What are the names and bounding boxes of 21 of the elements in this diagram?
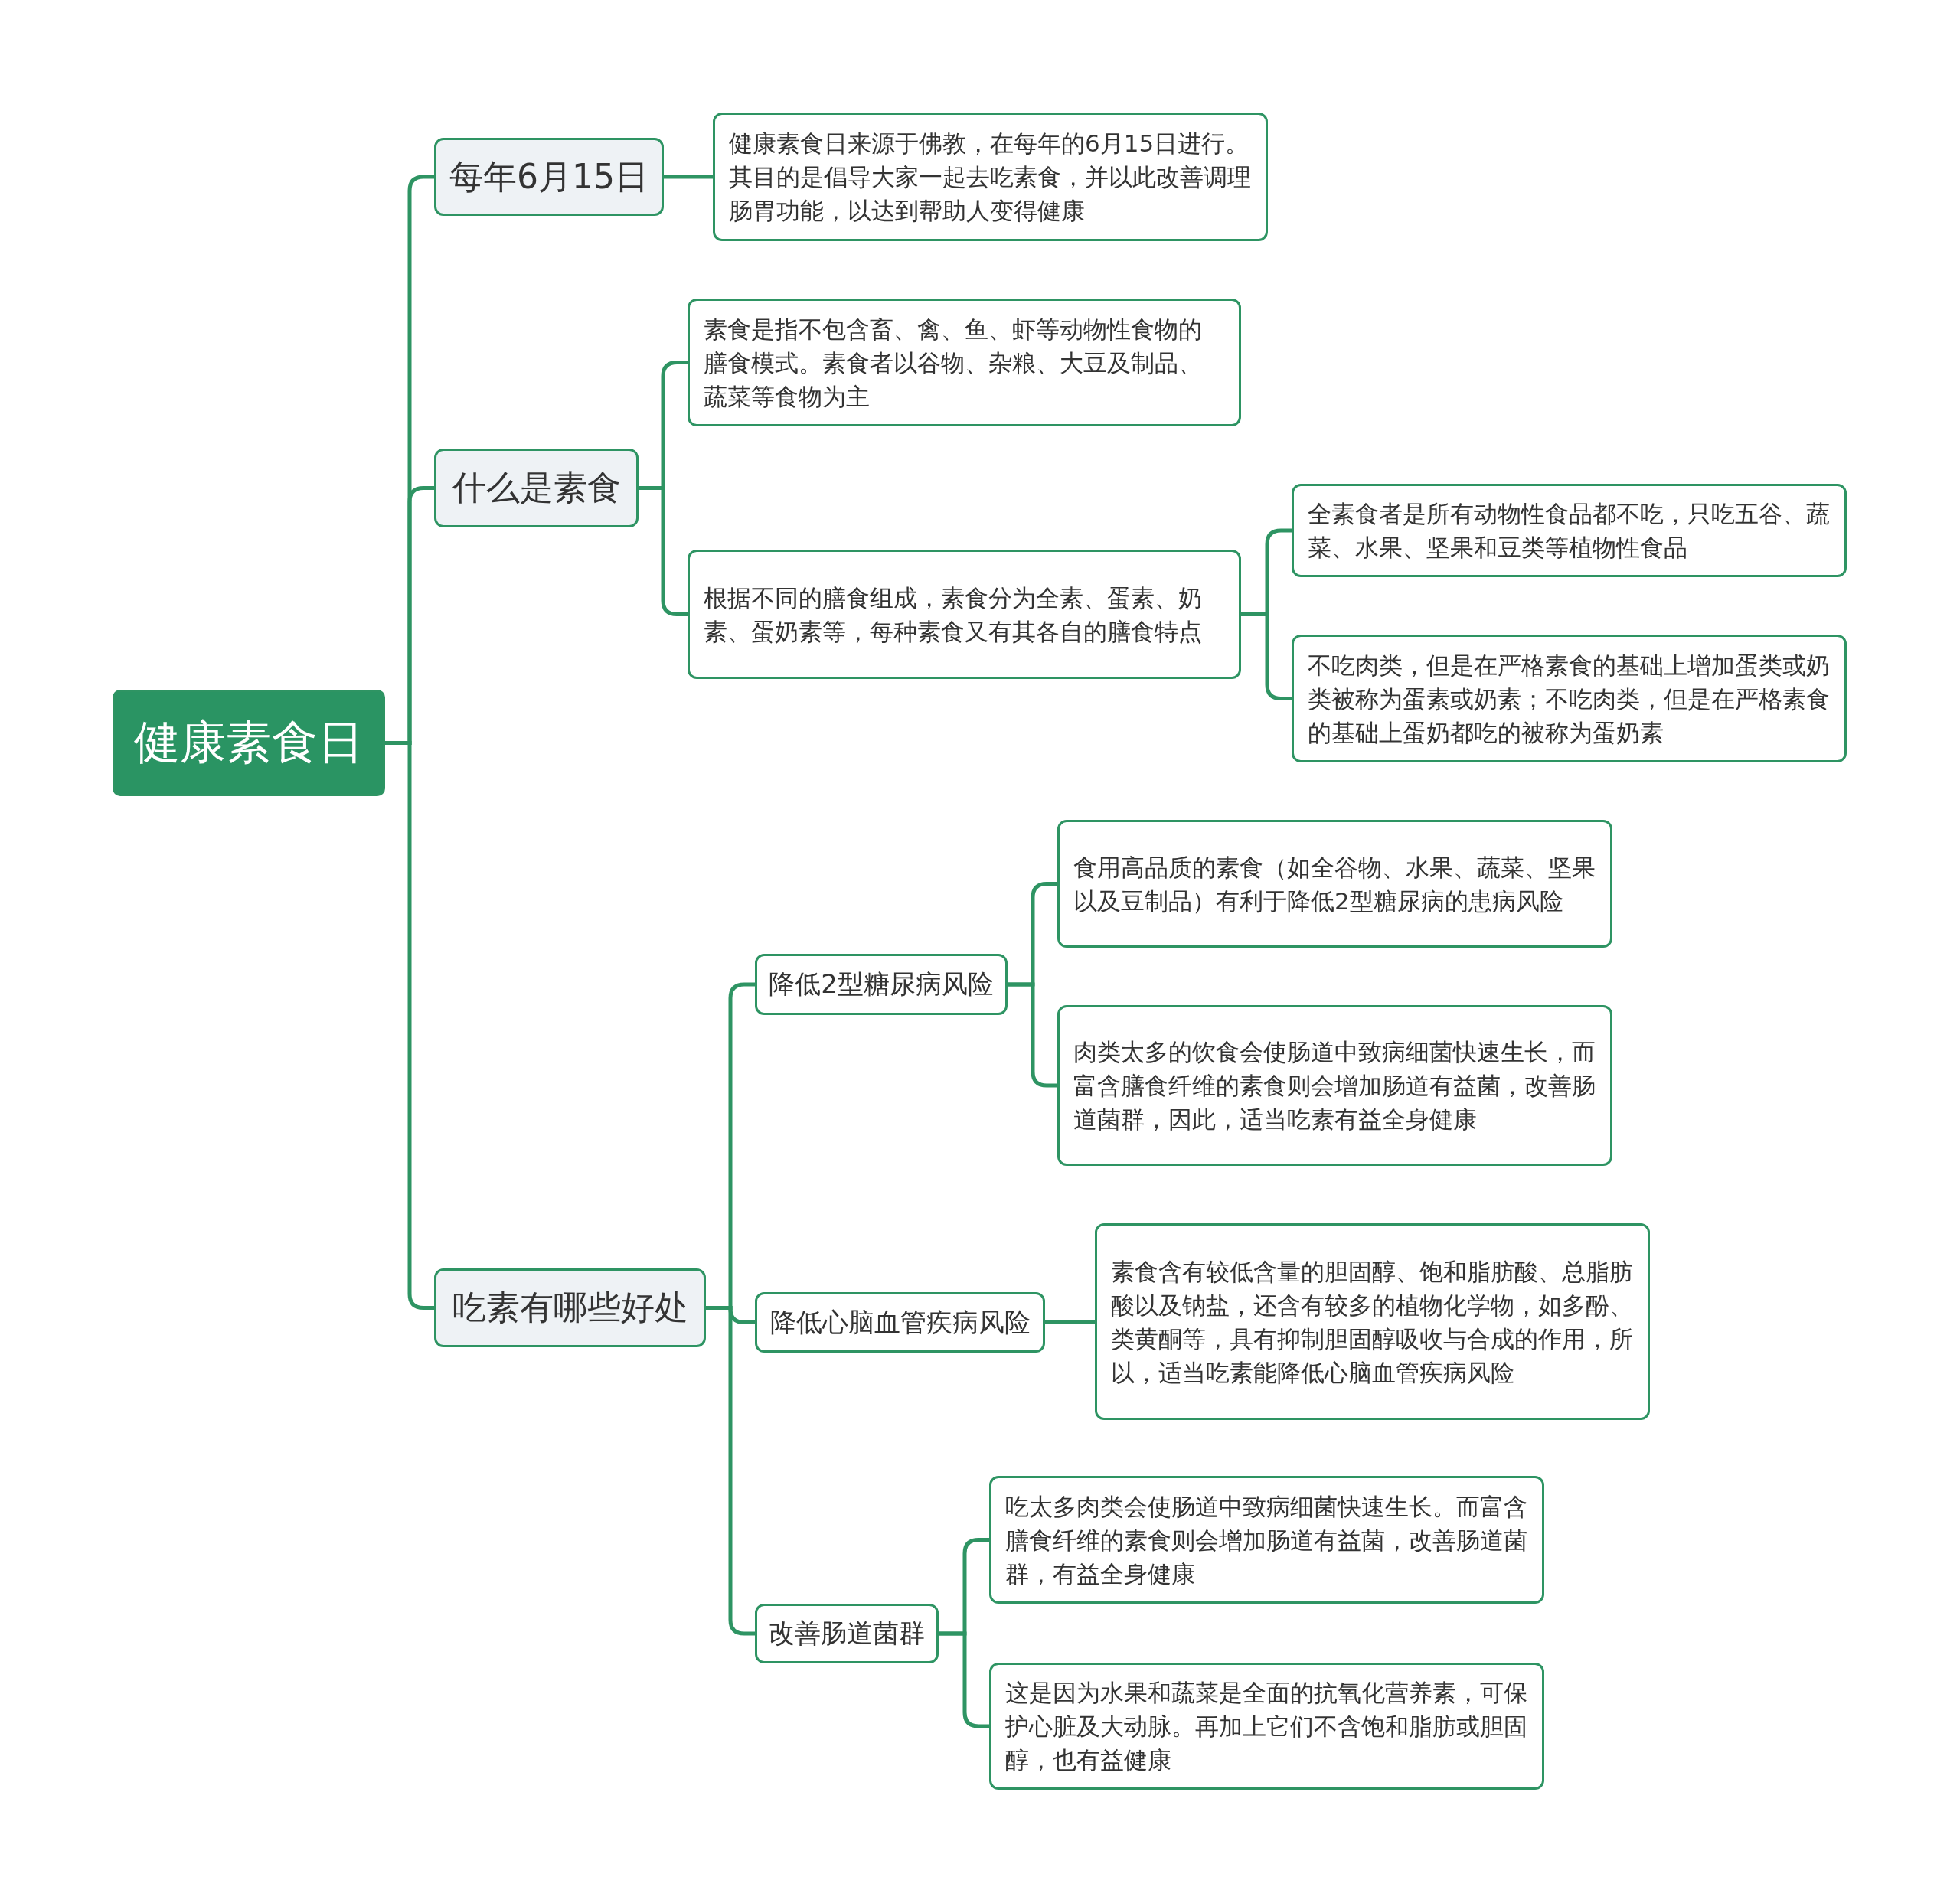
subtopic-box: 改善肠道菌群 [755,1604,939,1663]
topic-box: 每年6月15日 [434,138,664,216]
topic-box: 吃素有哪些好处 [434,1268,706,1347]
connector [664,175,713,179]
subtopic-box: 降低心脑血管疾病风险 [755,1292,1045,1353]
text-box: 素食含有较低含量的胆固醇、饱和脂肪酸、总脂肪酸以及钠盐，还含有较多的植物化学物，如多酚、类黄酮等，具有抑制胆固醇吸收与合成的作用，所以，适当吃素能降低心脑血管疾病风险 [1095,1223,1650,1420]
text-box: 食用高品质的素食（如全谷物、水果、蔬菜、坚果以及豆制品）有利于降低2型糖尿病的患病风险 [1057,820,1612,948]
text-box: 肉类太多的饮食会使肠道中致病细菌快速生长，而富含膳食纤维的素食则会增加肠道有益菌，改善肠道菌群，因此，适当吃素有益全身健康 [1057,1005,1612,1166]
connector [1241,612,1292,700]
text-box: 吃太多肉类会使肠道中致病细菌快速生长。而富含膳食纤维的素食则会增加肠道有益菌，改善肠道菌群，有益全身健康 [989,1476,1544,1604]
text-box: 全素食者是所有动物性食品都不吃，只吃五谷、蔬菜、水果、坚果和豆类等植物性食品 [1292,484,1847,577]
subtopic-box: 降低2型糖尿病风险 [755,954,1008,1015]
text-box: 健康素食日来源于佛教，在每年的6月15日进行。其目的是倡导大家一起去吃素食，并以此改善调理肠胃功能，以达到帮助人变得健康 [713,113,1268,241]
text-box: 根据不同的膳食组成，素食分为全素、蛋素、奶素、蛋奶素等，每种素食又有其各自的膳食特点 [688,550,1241,679]
connector [1045,1320,1095,1324]
text-box: 不吃肉类，但是在严格素食的基础上增加蛋类或奶类被称为蛋素或奶素；不吃肉类，但是在严格素食的基础上蛋奶都吃的被称为蛋奶素 [1292,635,1847,762]
text-box: 这是因为水果和蔬菜是全面的抗氧化营养素，可保护心脏及大动脉。再加上它们不含饱和脂肪或胆固醇，也有益健康 [989,1663,1544,1790]
topic-box: 什么是素食 [434,449,639,527]
text-box: 素食是指不包含畜、禽、鱼、虾等动物性食物的膳食模式。素食者以谷物、杂粮、大豆及制品、蔬菜等食物为主 [688,299,1241,426]
central-topic-box: 健康素食日 [113,690,385,796]
connector [639,486,688,616]
